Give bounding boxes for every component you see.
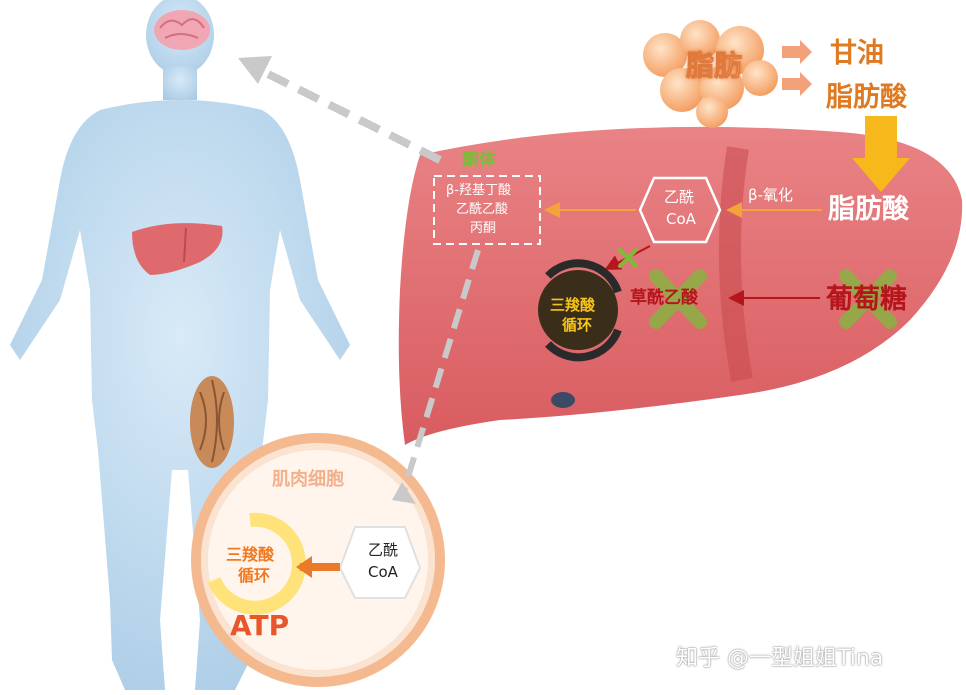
ketone-item: 乙酰乙酸: [456, 202, 509, 217]
muscle-cell-label: 肌肉细胞: [272, 469, 344, 490]
muscle-acetyl-coa-line1: 乙酰: [368, 541, 399, 559]
ketone-item: β-羟基丁酸: [446, 183, 511, 198]
brain-arrowhead: [238, 56, 272, 84]
watermark: 知乎 @一型姐姐Tina: [676, 646, 884, 671]
muscle-arrowhead: [392, 482, 416, 504]
fat-to-glycerol-arrow: [782, 40, 812, 64]
ketone-item: 丙酮: [470, 221, 497, 236]
muscle-icon: [190, 376, 234, 468]
acetyl-coa-line2: CoA: [666, 210, 696, 228]
fatty-acid-top-label: 脂肪酸: [826, 82, 907, 113]
fatty-acid-liver-label: 脂肪酸: [828, 194, 909, 225]
cross-icon: [618, 248, 897, 329]
fat-cells-icon: [643, 20, 778, 128]
brain-icon: [154, 10, 210, 50]
glycerol-label: 甘油: [830, 38, 884, 69]
muscle-tca-line2: 循环: [238, 566, 271, 585]
small-liver-icon: [132, 223, 223, 275]
fat-label: 脂肪: [685, 49, 743, 82]
beta-oxidation-label: β-氧化: [748, 186, 793, 204]
muscle-tca-line1: 三羧酸: [226, 545, 275, 564]
ketone-body-label: 酮体: [462, 150, 496, 170]
fat-to-fatty-acid-arrow: [782, 72, 812, 96]
liver-tca-line2: 循环: [562, 316, 593, 334]
fatty-acid-down-arrow: [852, 116, 910, 192]
muscle-cell-circle: [191, 433, 445, 687]
ketone-box: [433, 175, 541, 245]
ketone-to-muscle-arrow: [401, 249, 481, 491]
atp-label: ATP: [230, 609, 290, 642]
glucose-label: 葡萄糖: [826, 284, 907, 315]
oxaloacetate-label: 草酰乙酸: [630, 288, 698, 308]
muscle-acetyl-coa-line2: CoA: [368, 563, 398, 581]
acetyl-coa-hexagon: [638, 176, 722, 244]
cycle-icon: [538, 259, 622, 362]
liver-tca-line1: 三羧酸: [550, 296, 596, 314]
acetyl-coa-line1: 乙酰: [664, 188, 695, 206]
